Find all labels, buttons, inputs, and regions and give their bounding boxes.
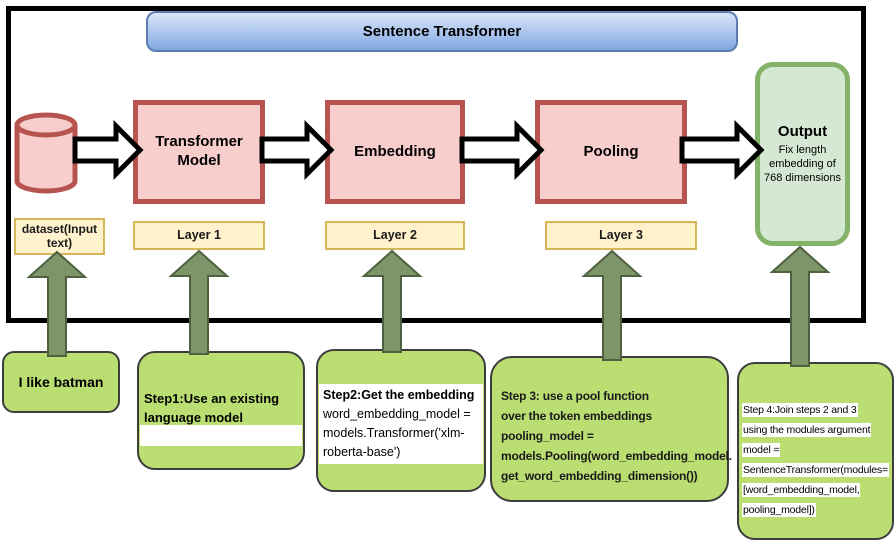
note-input-example: I like batman (2, 351, 120, 413)
note-step4-line: Step 4:Join steps 2 and 3 (742, 403, 858, 417)
stage-transformer-model-label: Transformer Model (155, 133, 243, 169)
note-step4: Step 4:Join steps 2 and 3 using the modu… (737, 362, 894, 540)
note-step2-highlight-block: Step2:Get the embedding word_embedding_m… (319, 384, 483, 464)
dataset-cylinder-icon (14, 112, 78, 194)
note-step2-line: Step2:Get the embedding (323, 388, 475, 402)
output-title: Output (777, 122, 828, 140)
note-step1-text: Step1:Use an existing language model (144, 391, 280, 425)
label-layer-1: Layer 1 (133, 221, 265, 250)
output-box: Output Fix length embedding of 768 dimen… (755, 62, 850, 246)
label-layer-3: Layer 3 (545, 221, 697, 250)
stage-pooling-box: Pooling (535, 100, 687, 204)
note-step3-text: Step 3: use a pool function over the tok… (501, 386, 732, 486)
stage-transformer-model-box: Transformer Model (133, 100, 265, 204)
note-step3-line: models.Pooling(word_embedding_model. (501, 449, 732, 463)
note-step2-line: word_embedding_model = (323, 407, 471, 421)
note-step3-line: pooling_model = (501, 429, 594, 443)
note-step4-line: SentenceTransformer(modules= (742, 463, 889, 477)
diagram-title: Sentence Transformer (146, 11, 738, 52)
note-step4-line: pooling_model]) (742, 503, 816, 517)
label-layer-2: Layer 2 (325, 221, 465, 250)
note-input-example-text: I like batman (18, 374, 104, 390)
note-step1: Step1:Use an existing language model (137, 351, 305, 470)
note-step2: Step2:Get the embedding word_embedding_m… (316, 349, 486, 492)
output-subtitle: Fix length embedding of 768 dimensions (763, 143, 842, 185)
note-step3-line: over the token embeddings (501, 409, 653, 423)
stage-embedding-box: Embedding (325, 100, 465, 204)
note-step4-line: model = (742, 443, 781, 457)
stage-embedding-label: Embedding (354, 142, 436, 160)
note-step4-line: [word_embedding_model, (742, 483, 861, 497)
note-step2-line: roberta-base') (323, 445, 401, 459)
note-step3-line: get_word_embedding_dimension()) (501, 469, 698, 483)
note-step3-line: Step 3: use a pool function (501, 389, 649, 403)
stage-pooling-label: Pooling (583, 142, 639, 160)
note-step3: Step 3: use a pool function over the tok… (490, 356, 732, 502)
highlight-stripe (140, 425, 302, 446)
note-step4-line: using the modules argument (742, 423, 872, 437)
note-step2-line: models.Transformer('xlm- (323, 426, 465, 440)
label-dataset-input: dataset(Input text) (14, 218, 105, 255)
note-step4-text: Step 4:Join steps 2 and 3 using the modu… (742, 400, 891, 520)
